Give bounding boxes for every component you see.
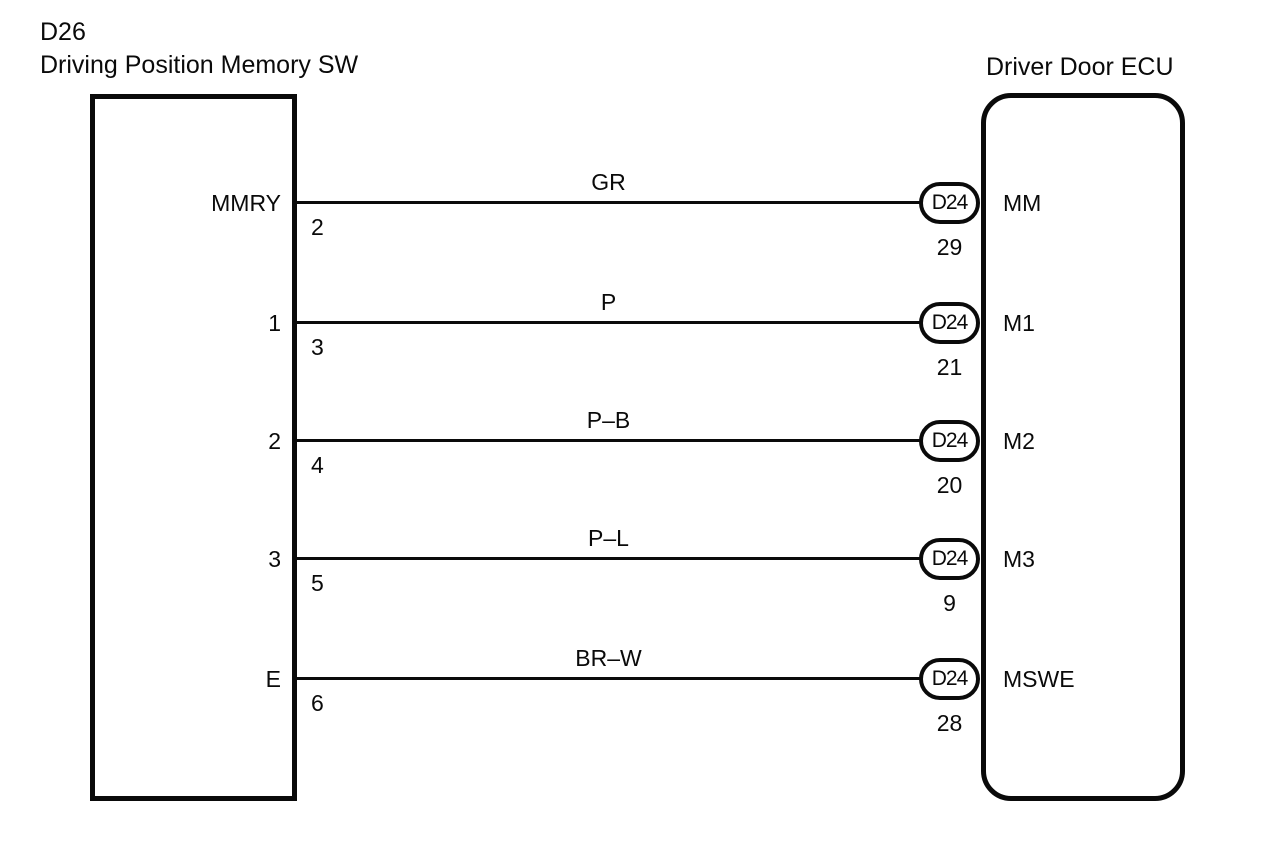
left-component-title: D26 Driving Position Memory SW	[40, 18, 359, 79]
wire-color-label: GR	[591, 169, 626, 195]
ecu-pin-name: M2	[1003, 428, 1035, 454]
switch-pin-name: E	[265, 666, 281, 692]
wire-color-label: BR–W	[575, 645, 642, 671]
connector-badge: D24	[919, 302, 980, 344]
connector-badge: D24	[919, 182, 980, 224]
ecu-pin-number: 29	[936, 234, 963, 260]
wire-color-label: P–B	[586, 407, 631, 433]
wire-line	[296, 321, 922, 324]
switch-pin-name: 1	[268, 310, 281, 336]
ecu-pin-name: MSWE	[1003, 666, 1075, 692]
switch-pin-number: 4	[311, 452, 324, 478]
connector-badge: D24	[919, 420, 980, 462]
switch-pin-name: 2	[268, 428, 281, 454]
connector-badge: D24	[919, 658, 980, 700]
switch-pin-name: 3	[268, 546, 281, 572]
wire-line	[296, 201, 922, 204]
connector-badge: D24	[919, 538, 980, 580]
ecu-pin-name: MM	[1003, 190, 1042, 216]
wire-line	[296, 557, 922, 560]
switch-pin-number: 5	[311, 570, 324, 596]
ecu-pin-name: M3	[1003, 546, 1035, 572]
ecu-pin-number: 9	[943, 590, 956, 616]
switch-pin-number: 2	[311, 214, 324, 240]
ecu-pin-number: 21	[936, 354, 963, 380]
ecu-component-box	[981, 93, 1185, 801]
right-component-title: Driver Door ECU	[986, 53, 1174, 81]
wire-color-label: P–L	[588, 525, 629, 551]
switch-pin-name: MMRY	[211, 190, 281, 216]
ecu-pin-name: M1	[1003, 310, 1035, 336]
wire-line	[296, 439, 922, 442]
wire-line	[296, 677, 922, 680]
switch-pin-number: 6	[311, 690, 324, 716]
ecu-pin-number: 28	[936, 710, 963, 736]
switch-pin-number: 3	[311, 334, 324, 360]
ecu-pin-number: 20	[936, 472, 963, 498]
switch-component-box	[90, 94, 297, 801]
wire-color-label: P	[600, 289, 617, 315]
